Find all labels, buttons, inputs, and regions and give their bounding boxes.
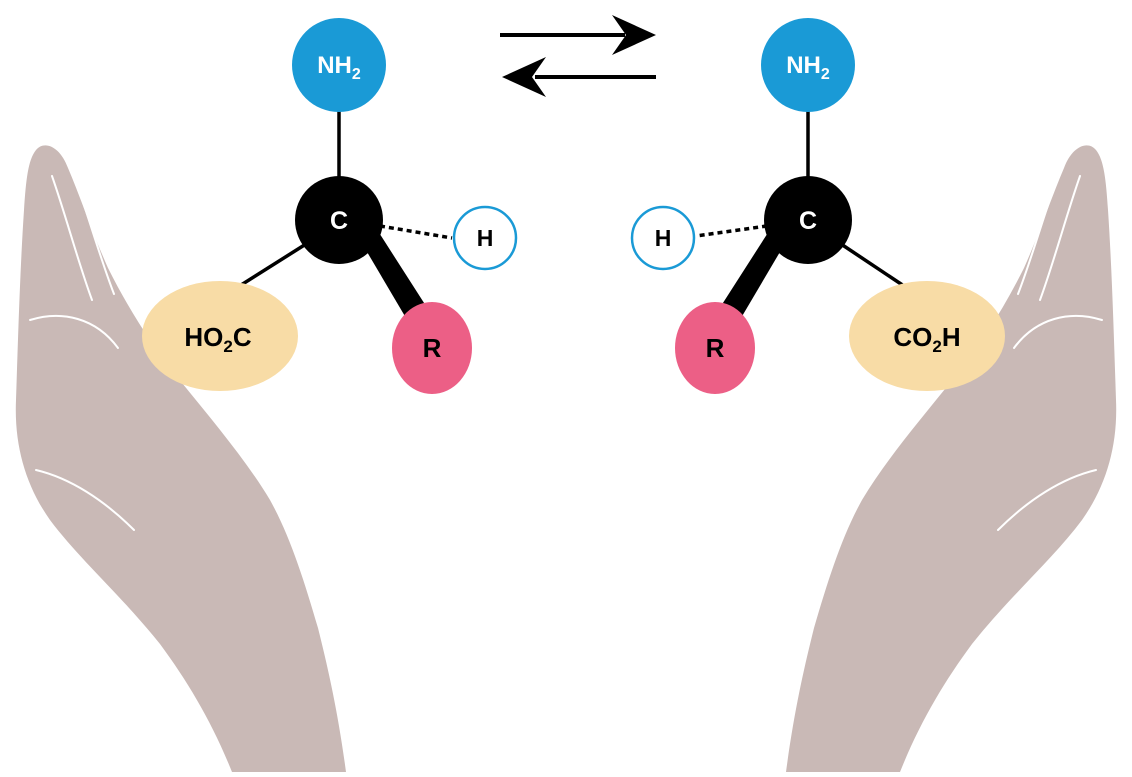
carbon-label: C bbox=[330, 207, 348, 235]
bond-dashed-hydrogen bbox=[695, 224, 768, 238]
left-hand-icon bbox=[15, 145, 347, 772]
hydrogen-atom: H bbox=[630, 205, 696, 271]
bond-acid bbox=[840, 242, 911, 292]
amine-atom: NH2 bbox=[761, 18, 855, 112]
carboxyl-label-post: H bbox=[942, 322, 961, 352]
carbon-atom: C bbox=[295, 176, 383, 264]
svg-text:NH2: NH2 bbox=[786, 52, 830, 83]
r-group-label: R bbox=[706, 333, 725, 363]
bond-dashed-hydrogen bbox=[379, 224, 453, 240]
carboxyl-label-pre: CO bbox=[893, 322, 932, 352]
left-molecule: NH2 C H HO2C R bbox=[142, 18, 518, 394]
carbon-atom: C bbox=[764, 176, 852, 264]
svg-text:NH2: NH2 bbox=[317, 52, 361, 83]
svg-text:CO2H: CO2H bbox=[893, 322, 960, 356]
arrow-right-icon bbox=[500, 15, 656, 55]
r-group-label: R bbox=[423, 333, 442, 363]
bond-wedge-r bbox=[721, 228, 787, 318]
amine-label: NH bbox=[786, 52, 821, 79]
carboxyl-group: CO2H bbox=[849, 281, 1005, 391]
hydrogen-label: H bbox=[655, 225, 672, 251]
carboxyl-label-pre: HO bbox=[184, 322, 223, 352]
carbon-label: C bbox=[799, 207, 817, 235]
bond-wedge-r bbox=[360, 228, 426, 318]
amine-atom: NH2 bbox=[292, 18, 386, 112]
carboxyl-group: HO2C bbox=[142, 281, 298, 391]
r-group: R bbox=[392, 302, 472, 394]
carboxyl-subscript: 2 bbox=[932, 337, 941, 356]
svg-text:HO2C: HO2C bbox=[184, 322, 251, 356]
arrow-left-icon bbox=[502, 57, 656, 97]
amine-subscript: 2 bbox=[352, 66, 361, 83]
r-group: R bbox=[675, 302, 755, 394]
amine-subscript: 2 bbox=[821, 66, 830, 83]
hydrogen-label: H bbox=[477, 225, 494, 251]
right-hand-icon bbox=[786, 145, 1117, 772]
hydrogen-atom: H bbox=[452, 205, 518, 271]
carboxyl-label-post: C bbox=[233, 322, 252, 352]
amine-label: NH bbox=[317, 52, 352, 79]
right-molecule: NH2 C H CO2H R bbox=[630, 18, 1005, 394]
carboxyl-subscript: 2 bbox=[223, 337, 232, 356]
